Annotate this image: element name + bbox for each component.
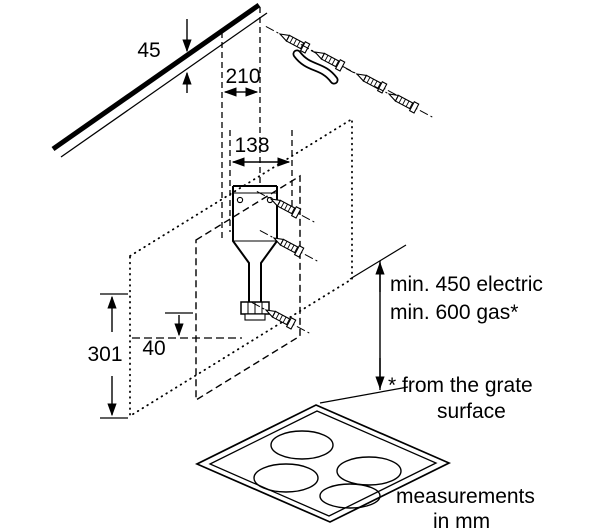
ceiling-fasteners [262,21,438,124]
burner-zone [253,463,319,493]
clearance-electric-label: min. 450 electric [390,273,543,296]
clearance-gas-label: min. 600 gas* [390,301,518,324]
hob [194,404,452,523]
chimney-outline-dashed [195,174,301,402]
hob-inner-edge [208,410,438,517]
dimension-45: 45 [137,19,192,93]
dimension-40-label: 40 [142,337,165,360]
footnote-line1: * from the grate [388,374,533,397]
units-line2: in mm [433,510,490,532]
burner-zone [270,430,334,460]
units-line1: measurements [396,485,535,508]
dimension-210-label: 210 [225,65,260,88]
footnote-line2: surface [437,400,506,423]
screw-icon [256,225,323,268]
footnote: * from the grate surface [388,374,533,423]
bracket-foot-tab [244,313,266,321]
wall-bracket-inner [294,51,337,83]
dimension-45-label: 45 [137,39,160,62]
dimension-138-label: 138 [234,134,269,157]
wall-edge-line [51,2,268,158]
burner-zone [336,456,402,486]
hood-outline-dotted [129,117,353,418]
mounting-bracket [232,185,278,321]
dimension-210: 210 [221,7,261,238]
bracket-hole [236,196,244,204]
dimension-301: 301 [87,293,128,419]
hob-outer-edge [194,404,452,523]
burner-zone [319,483,381,509]
dimension-40: 40 [132,312,242,360]
dimension-301-label: 301 [87,343,122,366]
units-note: measurements in mm [396,485,535,532]
dimension-138: 138 [229,130,293,232]
clearance-dimension: min. 450 electric min. 600 gas* [319,244,543,404]
